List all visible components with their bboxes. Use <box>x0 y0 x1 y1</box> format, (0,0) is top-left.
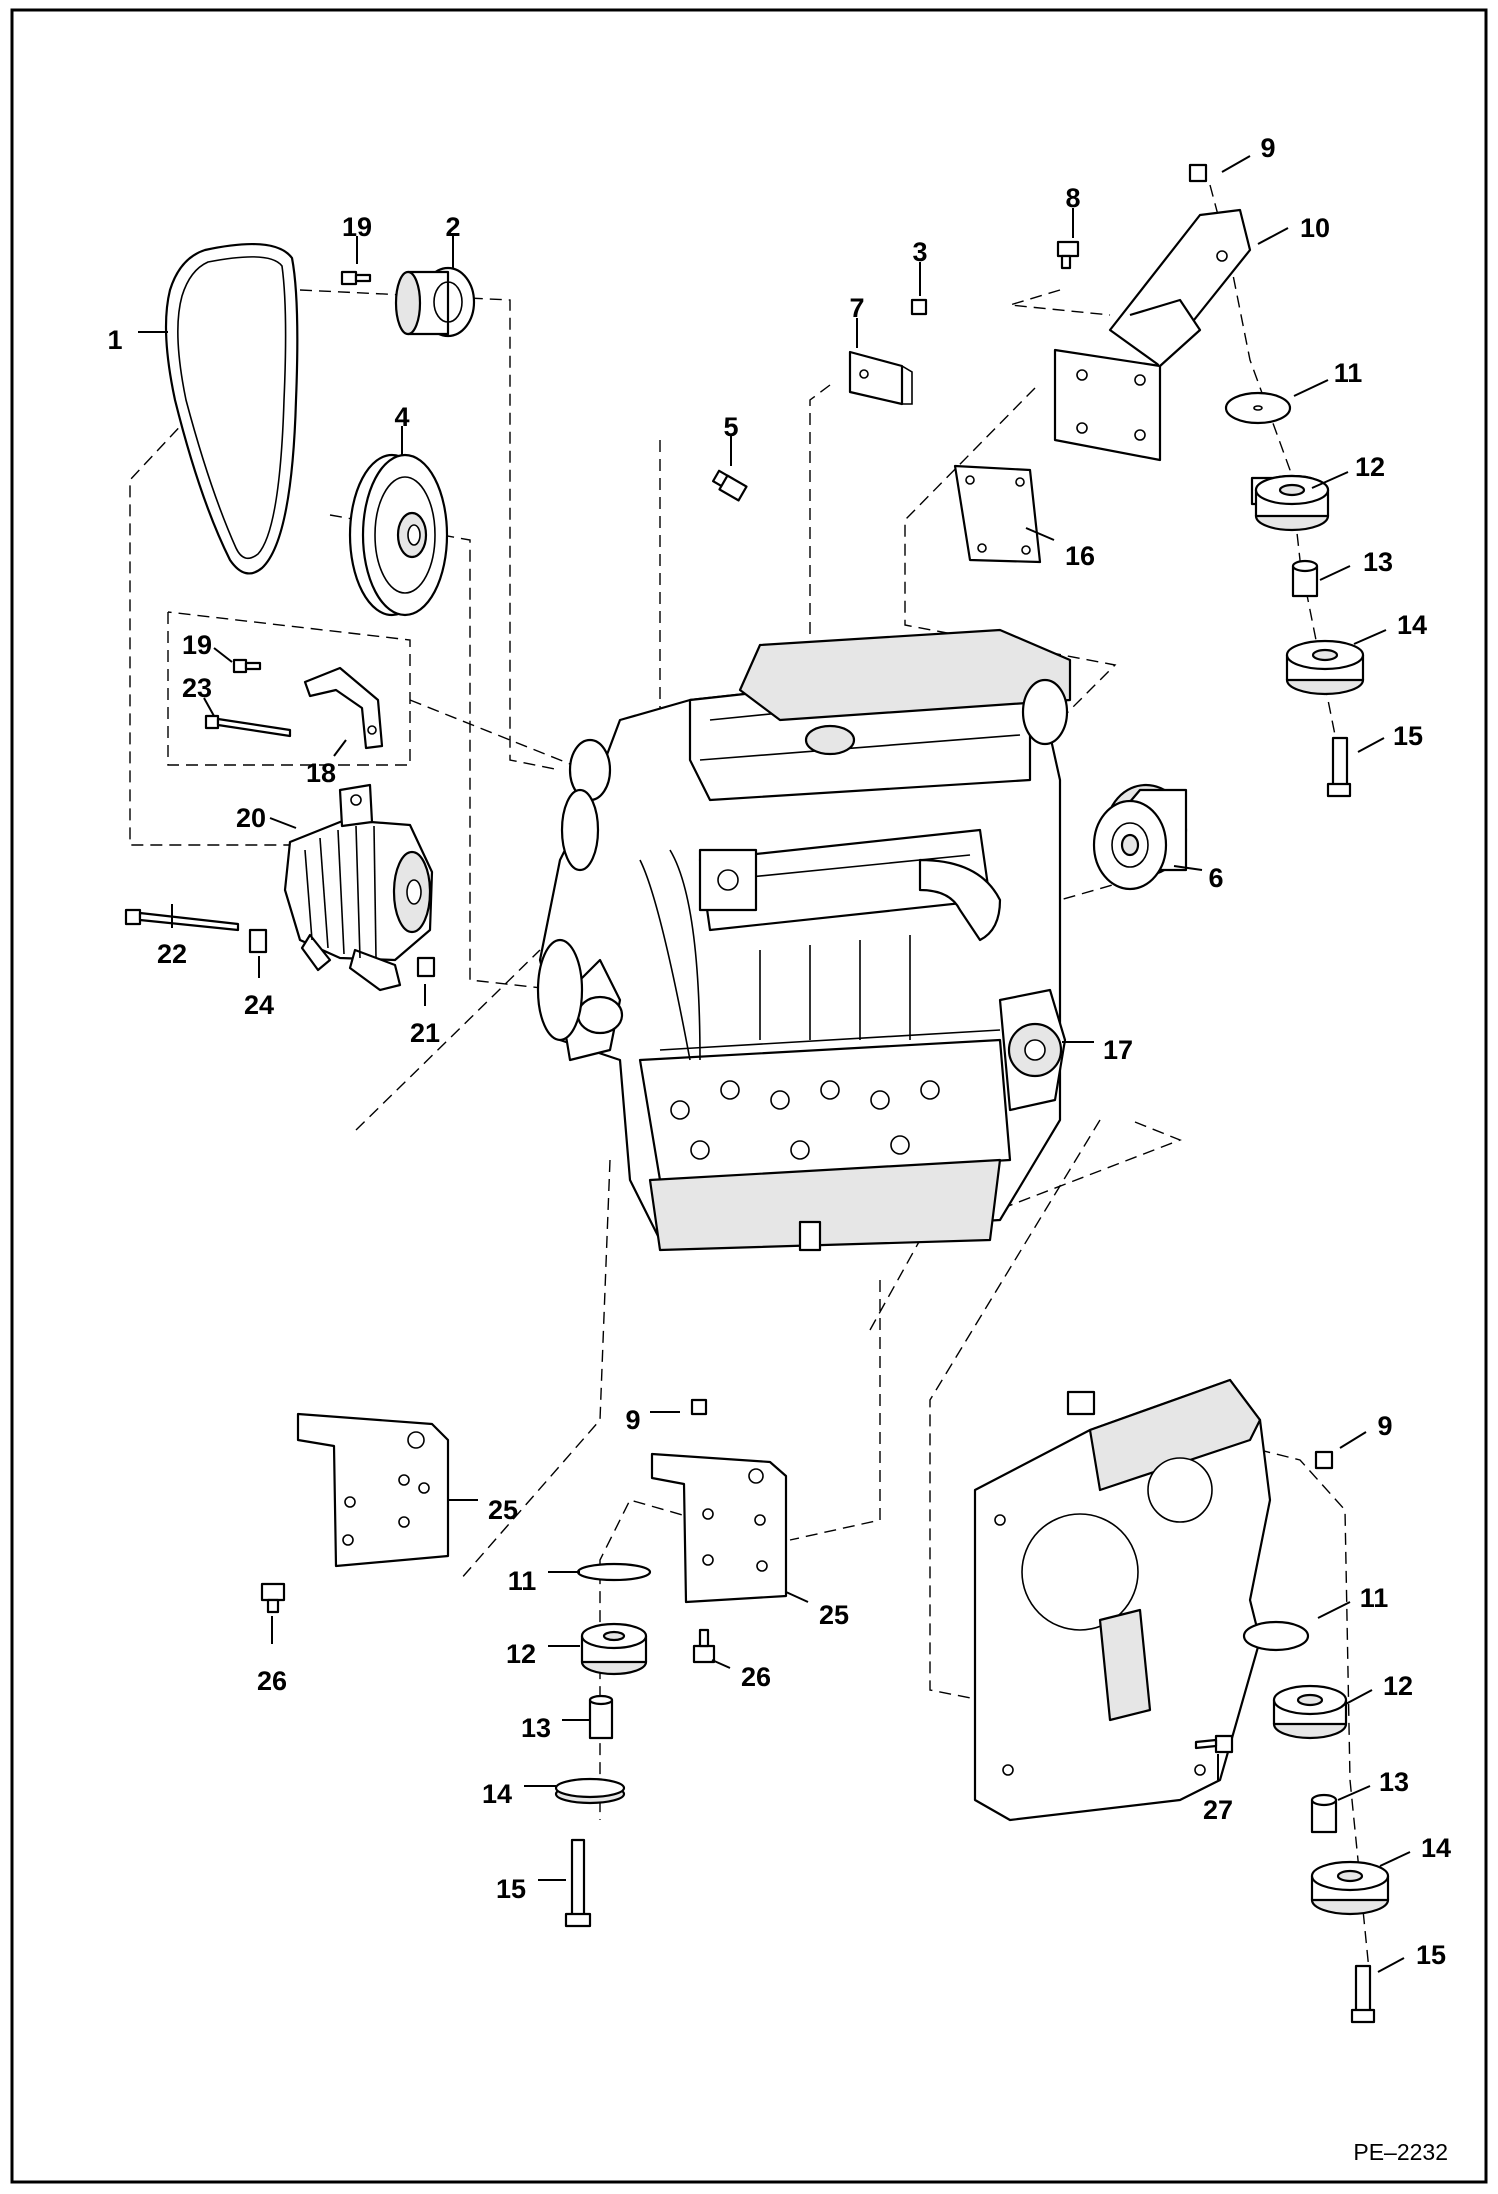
callout-label-20: 20 <box>236 803 266 833</box>
callout-leader-18 <box>333 739 347 757</box>
callout-leader-9 <box>1339 1431 1367 1449</box>
upper-isolator-stack <box>1224 391 1365 798</box>
callout-label-10: 10 <box>1300 213 1330 243</box>
callout-label-12: 12 <box>1383 1671 1413 1701</box>
engine-block <box>536 628 1072 1252</box>
callout-label-13: 13 <box>1379 1767 1409 1797</box>
callout-label-27: 27 <box>1203 1795 1233 1825</box>
callout-label-15: 15 <box>496 1874 526 1904</box>
callout-leader-23 <box>203 697 215 717</box>
callout-label-17: 17 <box>1103 1035 1133 1065</box>
lower-middle-isolator-stack <box>554 1562 652 1928</box>
callout-leader-14 <box>1353 629 1387 645</box>
lower-right-isolator-stack <box>1242 1620 1390 2024</box>
callout-leader-16 <box>1025 527 1055 541</box>
callout-leader-10 <box>1257 227 1289 245</box>
bolt-26-left <box>260 1582 286 1614</box>
nut-9-upper <box>1188 163 1208 183</box>
callout-label-14: 14 <box>1397 610 1427 640</box>
oil-pressure-switch <box>711 469 748 502</box>
nut-3 <box>910 298 928 316</box>
callout-label-26: 26 <box>741 1662 771 1692</box>
callout-label-25: 25 <box>488 1495 518 1525</box>
fan-belt <box>164 242 299 575</box>
diagram-frame <box>10 8 1488 2184</box>
callout-label-13: 13 <box>521 1713 551 1743</box>
bolt-23 <box>204 714 292 738</box>
callout-label-24: 24 <box>244 990 274 1020</box>
callout-label-22: 22 <box>157 939 187 969</box>
callout-label-8: 8 <box>1065 183 1080 213</box>
alternator-adjust-bracket <box>303 666 384 750</box>
bolt-27 <box>1194 1734 1234 1754</box>
callout-label-7: 7 <box>849 293 864 323</box>
callout-label-26: 26 <box>257 1666 287 1696</box>
bolt-19-upper <box>340 270 372 286</box>
callout-label-19: 19 <box>182 630 212 660</box>
bolt-26-middle <box>692 1628 716 1664</box>
callout-label-11: 11 <box>1360 1583 1389 1613</box>
callout-leader-20 <box>269 817 297 829</box>
callout-leader-11 <box>1293 379 1329 397</box>
callout-leader-14 <box>1379 1851 1411 1867</box>
callout-label-23: 23 <box>182 673 212 703</box>
callout-label-1: 1 <box>107 325 122 355</box>
bolt-8 <box>1056 240 1080 270</box>
callout-label-15: 15 <box>1393 721 1423 751</box>
callout-label-9: 9 <box>1377 1411 1392 1441</box>
callout-label-4: 4 <box>394 402 409 432</box>
bolt-22 <box>124 908 240 932</box>
spacer-24 <box>248 928 268 954</box>
lower-left-mount-bracket <box>296 1412 450 1568</box>
callout-leader-11 <box>1317 1601 1351 1619</box>
figure-reference: PE–2232 <box>1353 2139 1448 2165</box>
callout-label-12: 12 <box>1355 452 1385 482</box>
nut-9-right <box>1314 1450 1334 1470</box>
crank-pulley <box>348 453 449 617</box>
callout-label-14: 14 <box>1421 1833 1451 1863</box>
callout-leader-25 <box>785 1591 809 1603</box>
small-bracket <box>848 350 913 406</box>
bolt-19-lower <box>232 658 262 674</box>
nut-21 <box>416 956 436 978</box>
callout-leader-13 <box>1319 565 1351 581</box>
callout-label-9: 9 <box>1260 133 1275 163</box>
callout-leader-19 <box>213 647 233 663</box>
assembly-dash-lines <box>129 184 1371 1981</box>
callout-leader-12 <box>1311 471 1349 489</box>
callout-label-16: 16 <box>1065 541 1095 571</box>
callout-label-14: 14 <box>482 1779 512 1809</box>
callout-leader-13 <box>1337 1785 1371 1801</box>
callout-leader-15 <box>1357 737 1385 753</box>
callout-leader-6 <box>1173 865 1203 871</box>
callout-label-5: 5 <box>723 412 738 442</box>
callout-label-11: 11 <box>1334 358 1363 388</box>
callout-label-25: 25 <box>819 1600 849 1630</box>
callout-label-18: 18 <box>306 758 336 788</box>
cover-plate <box>953 464 1042 564</box>
nut-9-middle <box>690 1398 708 1416</box>
alternator <box>283 783 434 992</box>
callout-label-11: 11 <box>508 1566 537 1596</box>
callout-label-19: 19 <box>342 212 372 242</box>
oil-filter <box>1092 783 1188 891</box>
fan-pulley <box>394 266 476 338</box>
callout-leader-26 <box>711 1659 731 1669</box>
lower-middle-mount-bracket <box>650 1452 788 1604</box>
callout-leader-15 <box>1377 1957 1405 1973</box>
callout-label-2: 2 <box>445 212 460 242</box>
callout-leader-12 <box>1341 1689 1373 1707</box>
callout-leader-9 <box>1221 155 1251 173</box>
callout-label-12: 12 <box>506 1639 536 1669</box>
callout-label-15: 15 <box>1416 1940 1446 1970</box>
callout-label-9: 9 <box>625 1405 640 1435</box>
callout-label-3: 3 <box>912 237 927 267</box>
callout-label-21: 21 <box>410 1018 440 1048</box>
flywheel-housing-plate <box>973 1378 1272 1822</box>
callout-label-13: 13 <box>1363 547 1393 577</box>
callout-label-6: 6 <box>1208 863 1223 893</box>
upper-mount-bracket <box>1053 208 1252 462</box>
